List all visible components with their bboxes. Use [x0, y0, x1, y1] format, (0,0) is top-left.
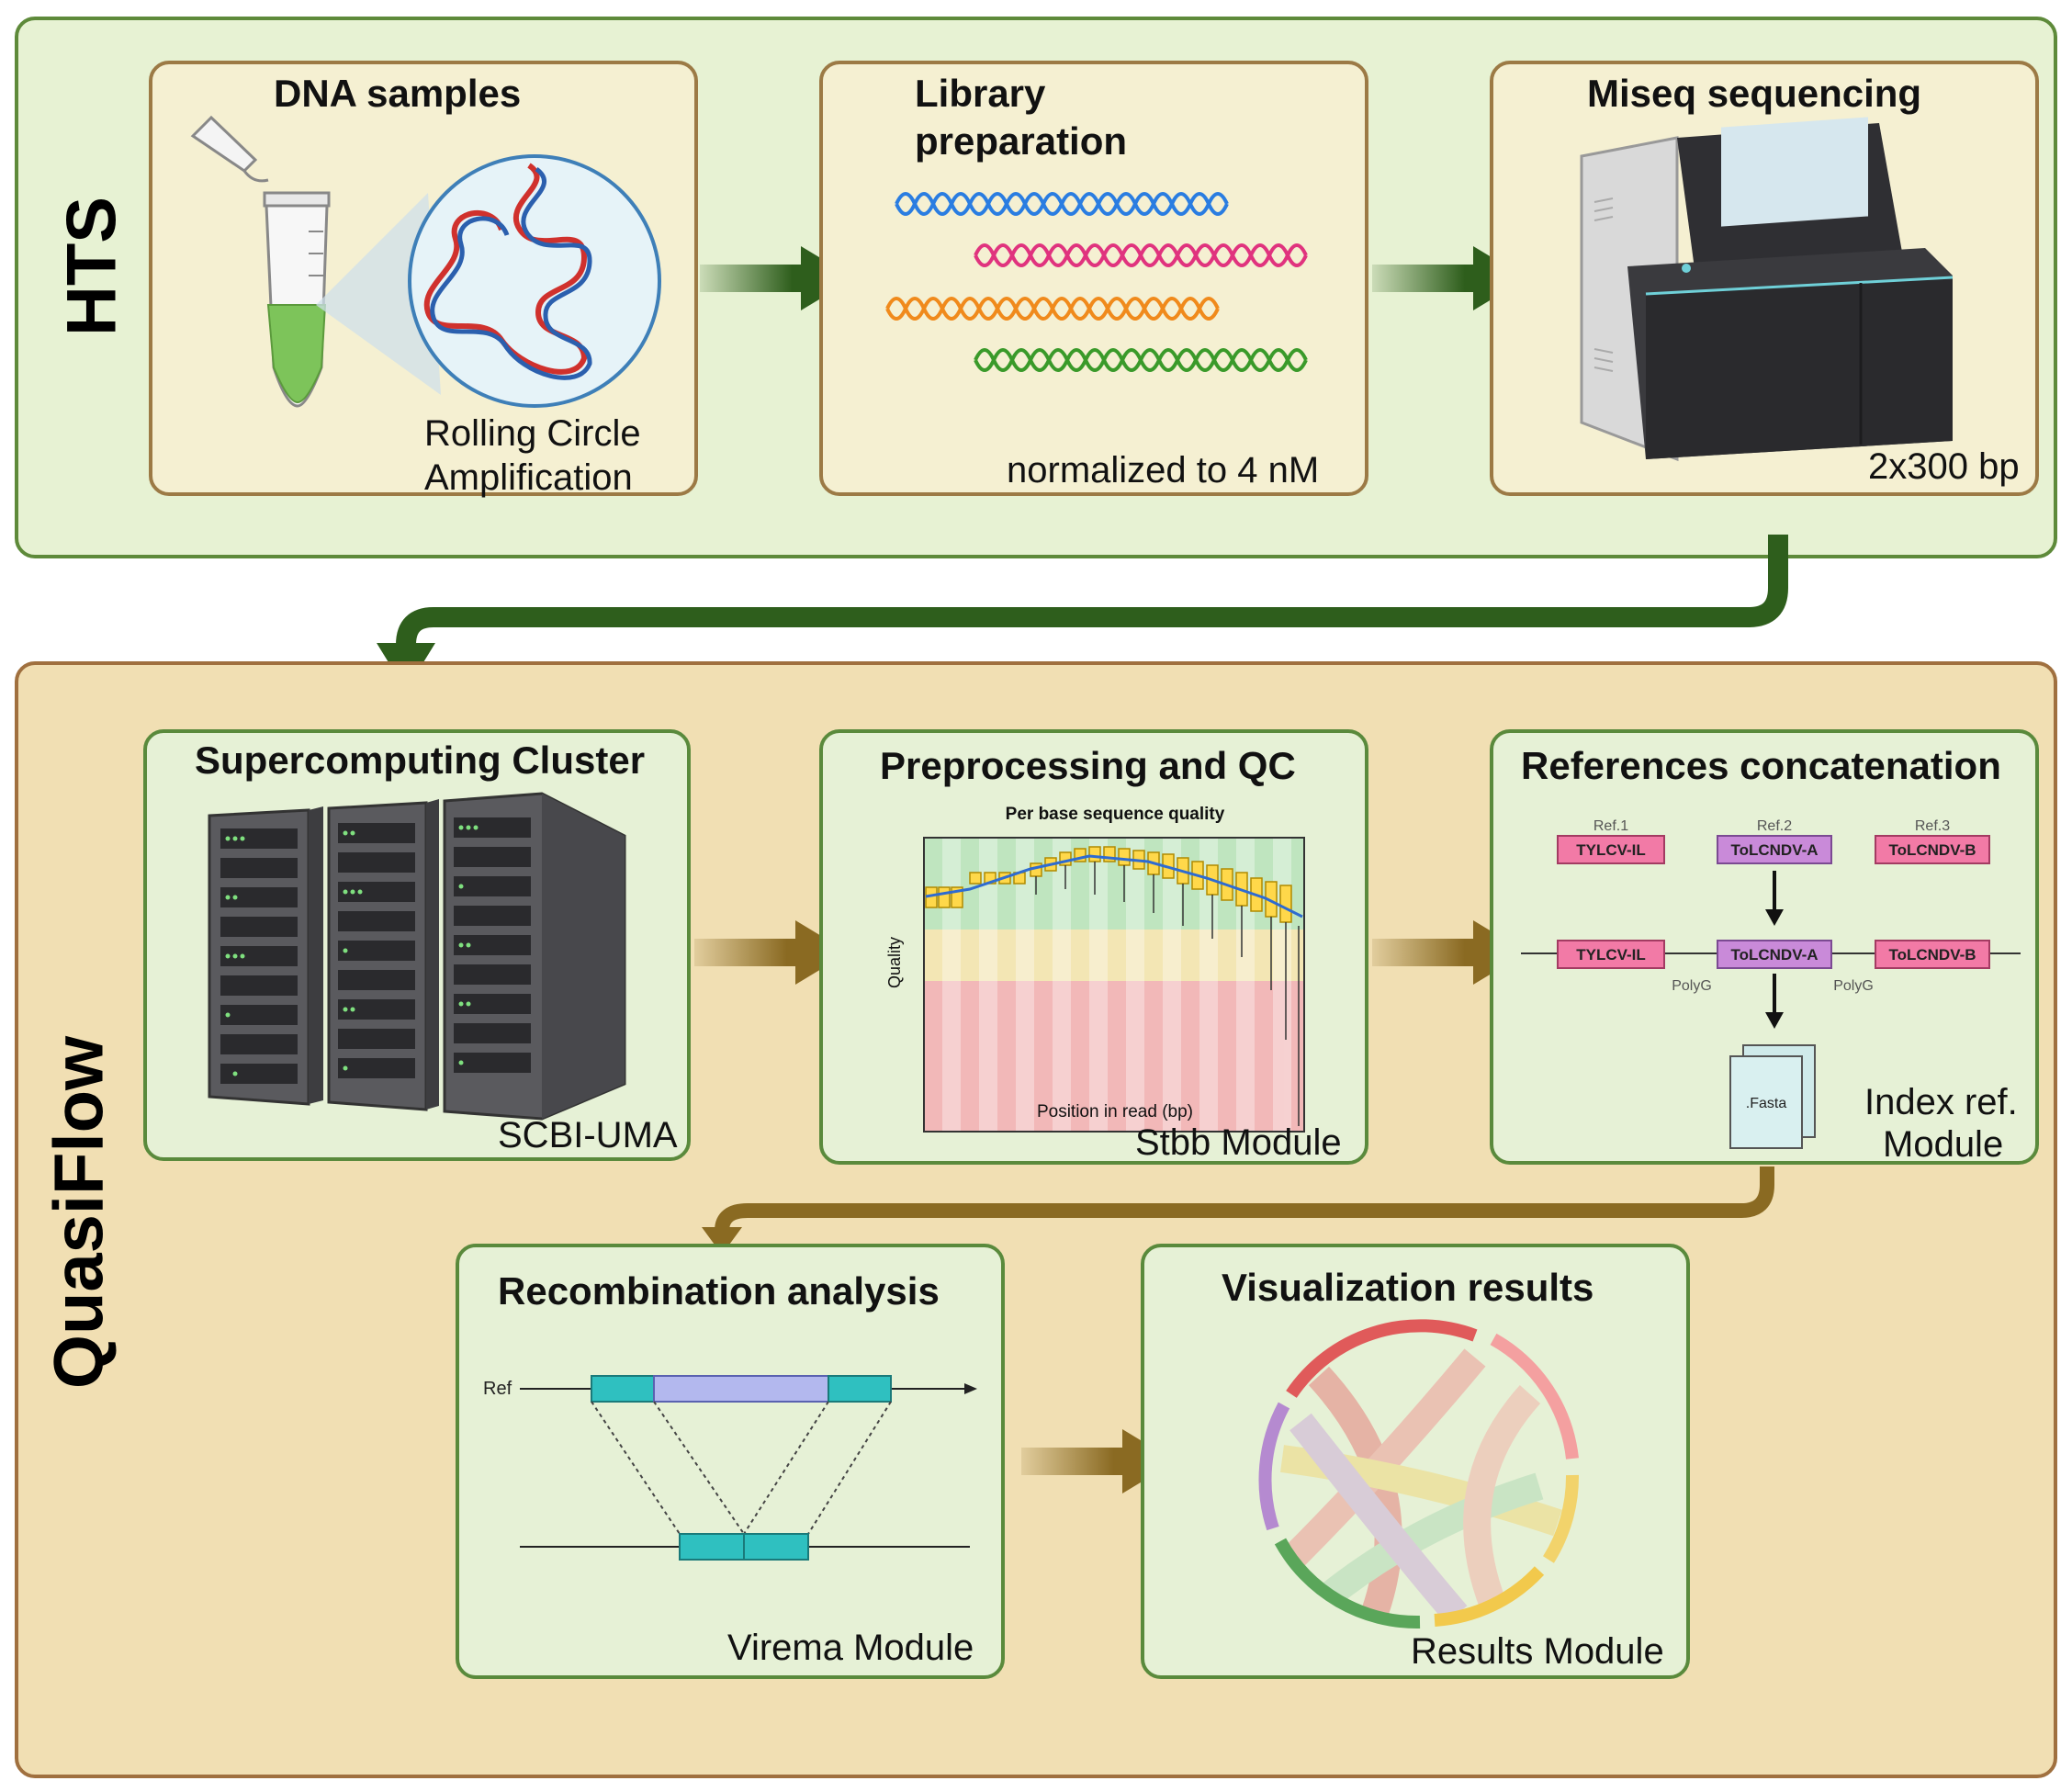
concat-ref-1-box	[1557, 940, 1665, 969]
fasta-file-label: .Fasta	[1746, 1096, 1787, 1111]
dna-samples-note-line1: Rolling Circle	[424, 413, 641, 454]
quality-plot: Per base sequence quality Quality Positi…	[885, 805, 1305, 1133]
ref-2-name: ToLCNDV-A	[1730, 841, 1818, 859]
hts-arrow-1	[700, 246, 854, 310]
preprocessing-card: Preprocessing and QC Per base sequence q…	[819, 729, 1368, 1165]
visualization-title: Visualization results	[1222, 1266, 1594, 1309]
qf-arrow-3	[1021, 1429, 1176, 1493]
sequencer-illustration	[1580, 117, 1954, 462]
miseq-note: 2x300 bp	[1868, 446, 2020, 487]
quality-plot-ylabel: Quality	[885, 937, 904, 988]
visualization-note: Results Module	[1411, 1631, 1664, 1672]
ref-1-name: TYLCV-IL	[1576, 841, 1646, 859]
visualization-card: Visualization results Results Module	[1141, 1244, 1690, 1679]
dna-samples-note-line2: Amplification	[424, 457, 633, 498]
preprocessing-title: Preprocessing and QC	[880, 744, 1296, 787]
miseq-card: Miseq sequencing 2x300 bp	[1490, 61, 2039, 496]
recombination-title: Recombination analysis	[498, 1269, 940, 1313]
references-illustration: Ref.1 Ref.2 Ref.3 TYLCV-IL ToLCNDV-A ToL…	[1521, 818, 2021, 1149]
ref-2-box	[1717, 835, 1832, 864]
dna-strands-illustration	[885, 192, 1308, 372]
cluster-card: Supercomputing Cluster SCBI-UMA	[143, 729, 691, 1161]
linker-2-label: PolyG	[1833, 978, 1874, 994]
concat-ref-1-name: TYLCV-IL	[1576, 946, 1646, 964]
concat-ref-3-box	[1875, 940, 1990, 969]
library-note: normalized to 4 nM	[1007, 450, 1320, 490]
circos-plot	[1258, 1319, 1580, 1629]
recombination-card: Recombination analysis Ref Virema Module	[456, 1244, 1005, 1679]
library-preparation-card: Library preparation normalized to 4 nM	[819, 61, 1368, 496]
qf-arrow-2	[1372, 920, 1526, 985]
cluster-note: SCBI-UMA	[498, 1115, 678, 1155]
miseq-title: Miseq sequencing	[1587, 72, 1922, 115]
dna-samples-card: DNA samples Rolling Circle Amplification	[149, 61, 698, 498]
preprocessing-note: Stbb Module	[1135, 1122, 1342, 1163]
references-title: References concatenation	[1521, 744, 2001, 787]
concat-ref-2-box	[1717, 940, 1832, 969]
hts-arrow-2	[1372, 246, 1526, 310]
concat-ref-2-name: ToLCNDV-A	[1730, 946, 1818, 964]
references-note-line1: Index ref.	[1864, 1082, 2018, 1122]
quality-plot-xlabel: Position in read (bp)	[1037, 1102, 1193, 1121]
server-rack-illustration	[208, 792, 626, 1121]
references-note-line2: Module	[1883, 1124, 2004, 1165]
references-card: References concatenation Ref.1 Ref.2 Ref…	[1490, 729, 2039, 1165]
ref-2-label: Ref.2	[1757, 818, 1792, 834]
ref-1-box	[1557, 835, 1665, 864]
recombination-note: Virema Module	[727, 1628, 974, 1668]
library-title-line1: Library	[915, 72, 1046, 115]
ref-3-label: Ref.3	[1915, 818, 1950, 834]
ref-3-box	[1875, 835, 1990, 864]
recombination-ref-label: Ref	[483, 1379, 512, 1399]
ref-3-name: ToLCNDV-B	[1888, 841, 1976, 859]
cluster-title: Supercomputing Cluster	[195, 738, 646, 782]
concat-ref-3-name: ToLCNDV-B	[1888, 946, 1976, 964]
library-title-line2: preparation	[915, 119, 1128, 163]
linker-1-label: PolyG	[1672, 978, 1712, 994]
qf-arrow-1	[694, 920, 849, 985]
ref-1-label: Ref.1	[1593, 818, 1628, 834]
dna-sample-illustration	[190, 115, 661, 408]
quality-plot-title: Per base sequence quality	[1006, 805, 1225, 824]
dna-samples-title: DNA samples	[274, 72, 522, 115]
recombination-illustration: Ref	[483, 1375, 977, 1561]
